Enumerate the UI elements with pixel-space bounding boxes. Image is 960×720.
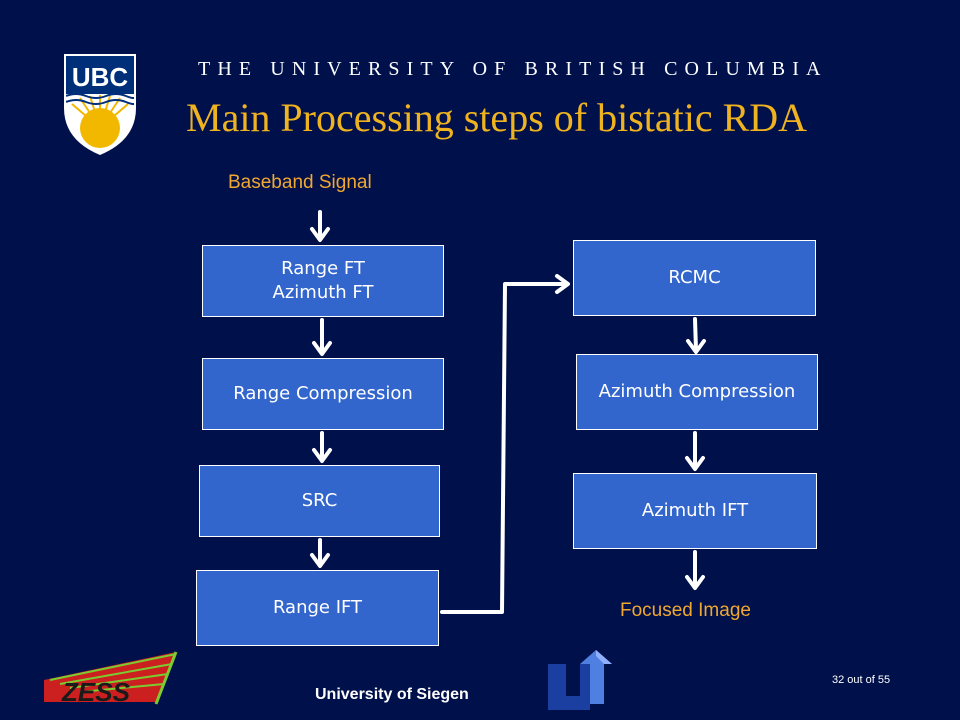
arrow-left-2 [312,431,332,463]
arrow-left-3 [310,538,330,568]
step-azimuth-ift: Azimuth IFT [573,473,817,549]
zess-logo-text: ZESS [61,677,131,707]
university-header: THE UNIVERSITY OF BRITISH COLUMBIA [198,58,828,80]
arrow-connector [440,274,570,614]
step-azimuth-compression: Azimuth Compression [576,354,818,430]
step-range-ift: Range IFT [196,570,439,646]
page-title: Main Processing steps of bistatic RDA [186,95,808,140]
step-line: Range IFT [272,597,363,618]
step-line: Range FT [281,258,365,279]
arrow-right-1 [686,317,706,354]
output-label: Focused Image [620,600,751,621]
step-range-compression: Range Compression [202,358,444,430]
step-line: Azimuth IFT [641,500,749,521]
footer-institution: University of Siegen [315,686,469,703]
input-label: Baseband Signal [228,172,372,193]
step-line: SRC [301,490,338,511]
step-line: Azimuth Compression [598,381,796,402]
step-line: RCMC [668,267,721,288]
step-range-azimuth-ft: Range FT Azimuth FT [202,245,444,317]
arrow-left-1 [312,318,332,356]
arrow-input [310,210,330,242]
step-rcmc: RCMC [573,240,816,316]
ubc-logo-text: UBC [72,62,129,92]
arrow-right-2 [685,431,705,471]
page-counter: 32 out of 55 [832,674,891,686]
arrow-output [685,550,705,590]
step-src: SRC [199,465,440,537]
step-line: Range Compression [233,383,413,404]
step-line: Azimuth FT [272,282,374,303]
